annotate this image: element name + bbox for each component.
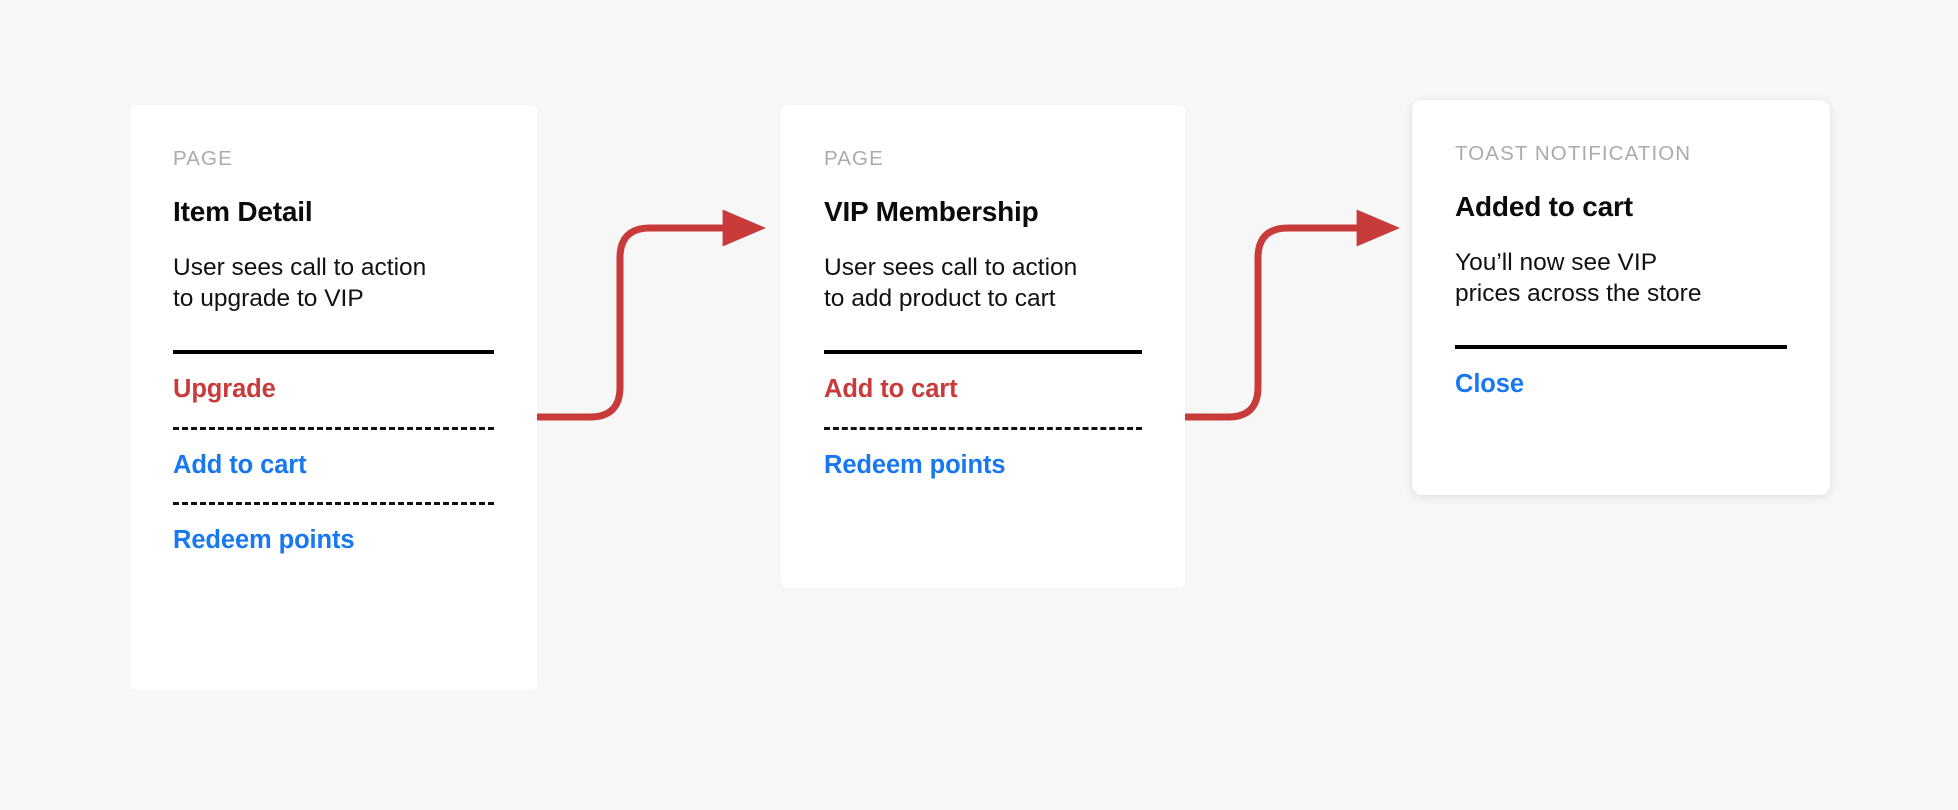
section-divider-solid	[173, 350, 494, 355]
card-kicker: TOAST NOTIFICATION	[1455, 142, 1692, 165]
card-added-to-cart-toast: TOAST NOTIFICATION Added to cart You’ll …	[1412, 100, 1830, 495]
card-title: Added to cart	[1455, 190, 1633, 222]
card-description: User sees call to action to add product …	[824, 253, 1078, 312]
card-title: VIP Membership	[824, 195, 1039, 227]
card-description: You’ll now see VIP prices across the sto…	[1455, 248, 1702, 307]
card-item-detail: PAGE Item Detail User sees call to actio…	[130, 105, 537, 690]
action-close[interactable]: Close	[1455, 370, 1524, 399]
action-divider-dashed	[173, 426, 494, 430]
action-add-to-cart[interactable]: Add to cart	[173, 450, 307, 479]
card-kicker: PAGE	[173, 147, 233, 170]
card-vip-membership: PAGE VIP Membership User sees call to ac…	[781, 105, 1185, 588]
action-divider-dashed	[824, 426, 1142, 430]
section-divider-solid	[1455, 345, 1787, 350]
action-upgrade[interactable]: Upgrade	[173, 375, 276, 404]
action-add-to-cart[interactable]: Add to cart	[824, 375, 958, 404]
action-redeem-points[interactable]: Redeem points	[824, 450, 1006, 479]
action-divider-dashed	[173, 502, 494, 506]
card-description: User sees call to action to upgrade to V…	[173, 253, 427, 312]
section-divider-solid	[824, 350, 1142, 355]
action-redeem-points[interactable]: Redeem points	[173, 526, 355, 555]
card-title: Item Detail	[173, 195, 313, 227]
card-kicker: PAGE	[824, 147, 884, 170]
